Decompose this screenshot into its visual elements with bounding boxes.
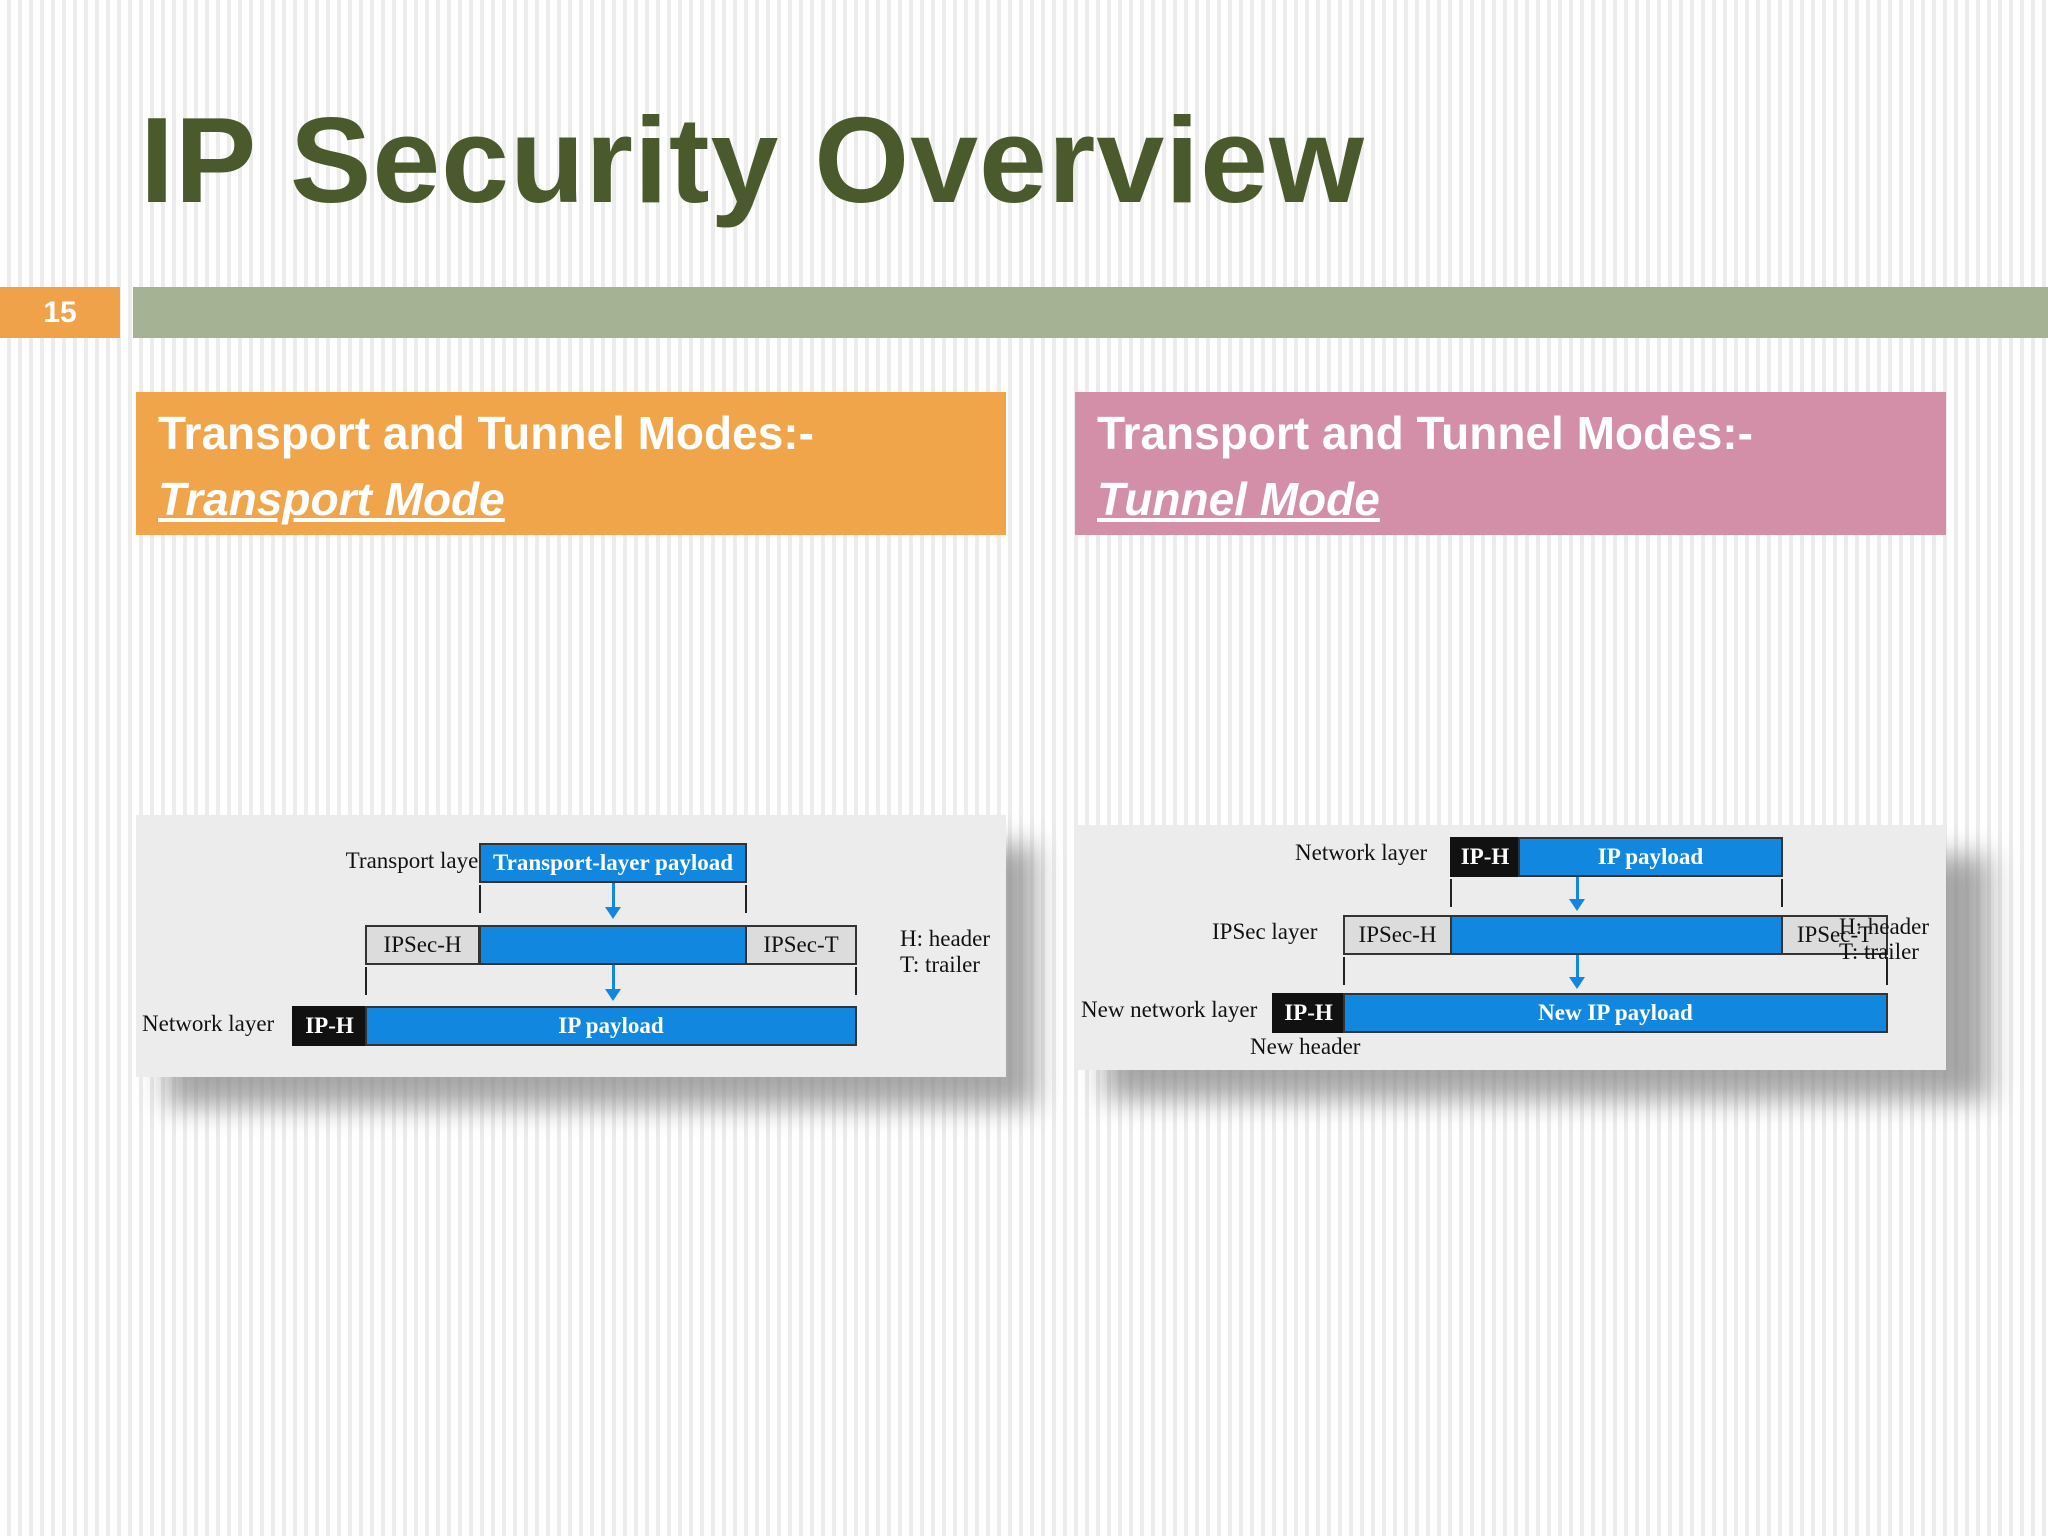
- right-bracket: [855, 967, 857, 995]
- ipsec-layer-label: IPSec layer: [1212, 919, 1318, 944]
- ipsec-payload-block: [479, 925, 747, 965]
- title-divider-bar: [133, 287, 2048, 338]
- ip-header-block: IP-H: [292, 1006, 367, 1046]
- legend-header: H: header: [1839, 914, 1930, 939]
- left-bracket: [1450, 879, 1452, 907]
- new-network-layer-label: New network layer: [1081, 997, 1258, 1022]
- transport-payload-block: Transport-layer payload: [479, 843, 747, 883]
- transport-layer-label: Transport layer: [345, 848, 486, 873]
- ip-header-block: IP-H: [1450, 837, 1520, 877]
- network-layer-label: Network layer: [142, 1011, 275, 1036]
- right-bracket: [745, 885, 747, 913]
- ipsec-header-block: IPSec-H: [365, 925, 480, 965]
- transport-mode-heading: Transport and Tunnel Modes:-: [158, 407, 814, 459]
- transport-mode-subheading: Transport Mode: [158, 473, 505, 525]
- ip-payload-block: IP payload: [365, 1006, 857, 1046]
- ipsec-trailer-block: IPSec-T: [745, 925, 857, 965]
- down-arrow-icon: [1569, 955, 1585, 989]
- legend-trailer: T: trailer: [1839, 939, 1919, 964]
- down-arrow-icon: [1569, 877, 1585, 911]
- ipsec-header-block: IPSec-H: [1343, 915, 1452, 955]
- legend-header: H: header: [900, 926, 991, 951]
- left-bracket: [365, 967, 367, 995]
- right-bracket: [1886, 957, 1888, 985]
- new-ip-header-block: IP-H: [1272, 993, 1345, 1033]
- down-arrow-icon: [605, 883, 621, 919]
- legend-trailer: T: trailer: [900, 952, 980, 977]
- tunnel-mode-subheading: Tunnel Mode: [1097, 473, 1380, 525]
- new-ip-payload-block: New IP payload: [1343, 993, 1888, 1033]
- transport-mode-box: Transport and Tunnel Modes:- Transport M…: [136, 392, 1006, 535]
- tunnel-mode-box: Transport and Tunnel Modes:- Tunnel Mode: [1075, 392, 1946, 535]
- new-header-label: New header: [1250, 1034, 1361, 1059]
- slide-title: IP Security Overview: [140, 92, 1365, 228]
- left-bracket: [479, 885, 481, 913]
- ipsec-payload-block: [1450, 915, 1783, 955]
- down-arrow-icon: [605, 965, 621, 1001]
- right-bracket: [1781, 879, 1783, 907]
- network-layer-label: Network layer: [1295, 840, 1428, 865]
- ip-payload-block: IP payload: [1518, 837, 1783, 877]
- tunnel-mode-heading: Transport and Tunnel Modes:-: [1097, 407, 1753, 459]
- left-bracket: [1343, 957, 1345, 985]
- ipsec-trailer-block: IPSec-T: [1781, 915, 1888, 955]
- page-number-badge: 15: [0, 287, 120, 338]
- transport-mode-figure: Transport layer Transport-layer payload …: [136, 815, 1046, 1115]
- tunnel-mode-figure: Network layer IP-H IP payload IPSec laye…: [1075, 825, 2010, 1125]
